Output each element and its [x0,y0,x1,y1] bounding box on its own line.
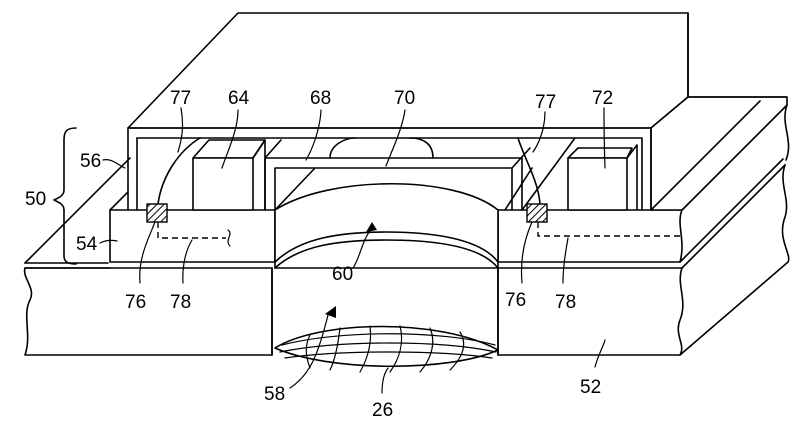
trace-78-right [537,222,682,237]
label-68: 68 [310,88,331,109]
label-64: 64 [228,88,250,109]
label-26: 26 [372,400,393,421]
substrate-52 [23,157,790,356]
label-54: 54 [76,234,98,255]
lens-surface-26 [274,325,499,373]
label-72: 72 [592,88,613,109]
base-layer-54 [109,104,790,263]
leader-lines [99,107,606,394]
wire-77-right [517,137,541,205]
frame-68 [264,139,531,211]
arrow-head-60 [366,222,377,232]
label-76-right: 76 [505,290,526,311]
contact-pad-76-left [146,203,168,223]
label-76-left: 76 [125,292,146,313]
contact-pad-76-right [526,203,548,223]
label-58: 58 [264,384,285,405]
label-77-left: 77 [170,88,191,109]
trace-78-left-break [227,229,231,247]
arrow-head-58 [325,306,336,318]
label-56: 56 [80,151,101,172]
enclosure-56 [127,12,788,211]
label-78-left: 78 [170,292,191,313]
label-52: 52 [580,377,601,398]
label-60: 60 [332,264,353,285]
label-78-right: 78 [555,292,576,313]
lens-70 [329,137,434,159]
bracket-50 [53,127,77,265]
wire-77-left [157,137,201,205]
label-77-right: 77 [535,92,556,113]
label-50: 50 [25,189,46,210]
label-70: 70 [394,88,415,109]
trace-78-left [157,222,226,239]
component-72 [504,137,638,211]
window-60 [271,182,499,356]
